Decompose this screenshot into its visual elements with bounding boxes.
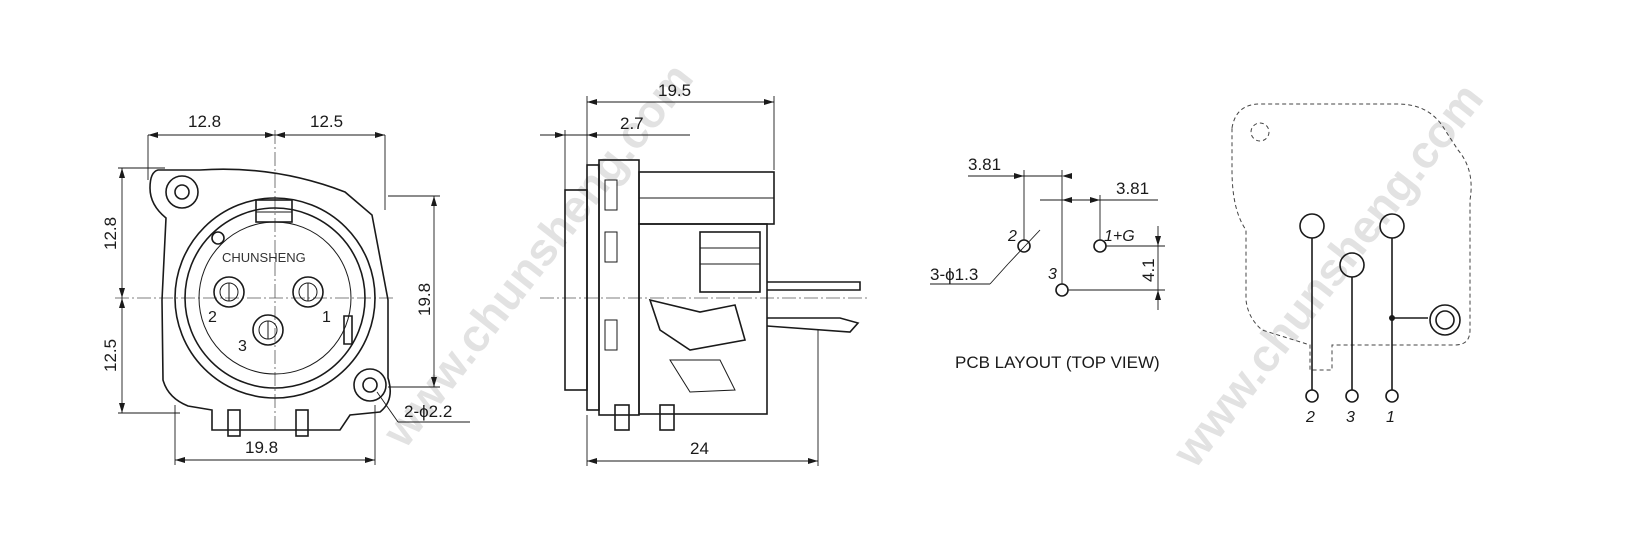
front-brand-label: CHUNSHENG xyxy=(222,250,306,265)
front-dim-left-upper: 12.8 xyxy=(101,217,120,250)
pcb-pin-2-label: 2 xyxy=(1007,228,1017,245)
schematic-view: 2 3 1 xyxy=(1231,103,1472,426)
front-dim-hole: 2-ϕ2.2 xyxy=(404,402,452,421)
watermark-1: www.chunsheng.com xyxy=(371,53,703,457)
schematic-pin-3-label: 3 xyxy=(1346,409,1355,426)
pcb-layout-title: PCB LAYOUT (TOP VIEW) xyxy=(955,353,1160,372)
front-dim-right: 19.8 xyxy=(415,283,434,316)
pcb-dim-left: 3.81 xyxy=(968,155,1001,174)
watermark-2: www.chunsheng.com xyxy=(1161,73,1493,477)
side-dim-bottom: 24 xyxy=(690,439,709,458)
front-pin-2-label: 2 xyxy=(208,309,217,326)
front-pin-1-label: 1 xyxy=(322,309,331,326)
pcb-dim-vertical: 4.1 xyxy=(1139,258,1158,282)
front-dim-top-left: 12.8 xyxy=(188,112,221,131)
pcb-pin-3-label: 3 xyxy=(1048,266,1057,283)
pcb-dim-right: 3.81 xyxy=(1116,179,1149,198)
pcb-hole-label: 3-ϕ1.3 xyxy=(930,265,978,284)
pcb-layout: 3.81 3.81 4.1 3-ϕ1.3 2 1+G 3 PCB LAYOUT … xyxy=(930,155,1165,372)
pcb-pin-1g-label: 1+G xyxy=(1104,228,1135,245)
front-dim-top-right: 12.5 xyxy=(310,112,343,131)
front-dim-bottom: 19.8 xyxy=(245,438,278,457)
front-view: CHUNSHENG 2 3 1 12.8 12.5 12.8 12.5 19.8… xyxy=(101,112,470,465)
side-dim-offset: 2.7 xyxy=(620,114,644,133)
schematic-pin-1-label: 1 xyxy=(1386,409,1395,426)
side-dim-top: 19.5 xyxy=(658,81,691,100)
front-dim-left-lower: 12.5 xyxy=(101,339,120,372)
front-pin-3-label: 3 xyxy=(238,338,247,355)
side-view: 19.5 2.7 24 xyxy=(540,81,870,466)
schematic-pin-2-label: 2 xyxy=(1305,409,1315,426)
